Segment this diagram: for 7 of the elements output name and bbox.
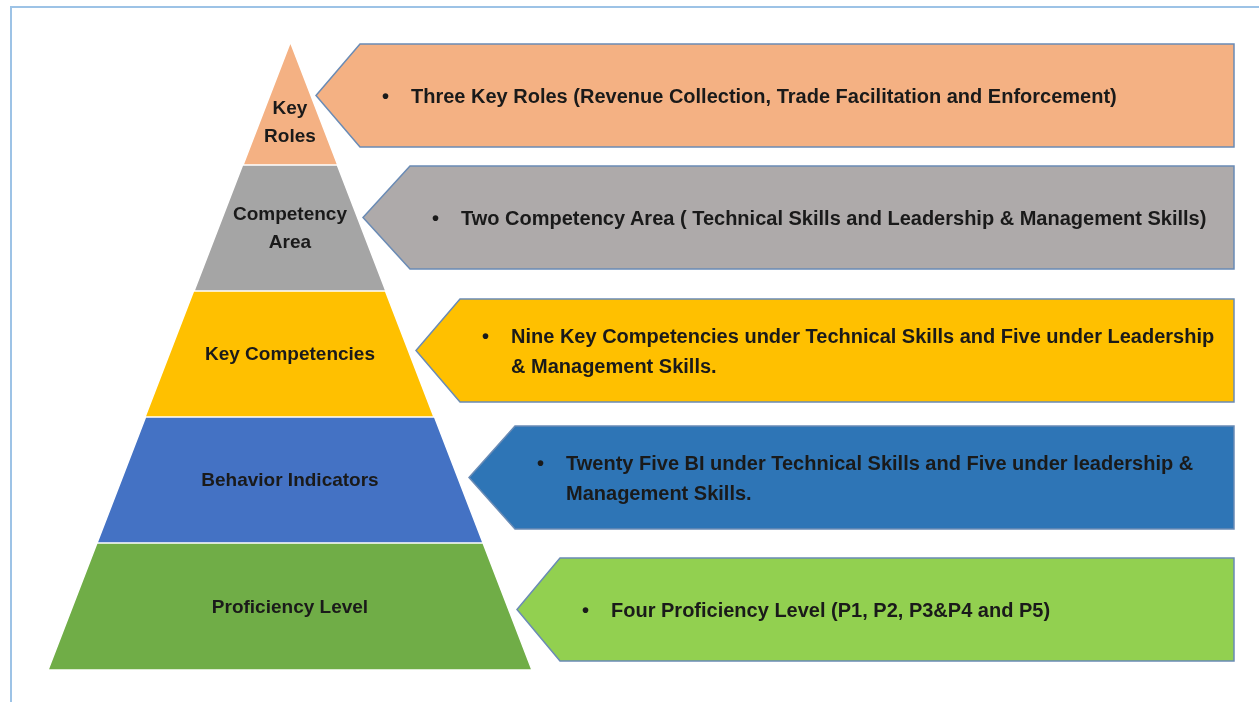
pyramid-level: Proficiency Level bbox=[48, 543, 532, 670]
callout-arrow: • Four Proficiency Level (P1, P2, P3&P4 and P5) bbox=[516, 557, 1235, 662]
pyramid-level: Behavior Indicators bbox=[96, 417, 484, 543]
pyramid-level: Key Competencies bbox=[145, 291, 435, 417]
pyramid-level: Key Roles bbox=[242, 42, 338, 165]
pyramid-level: Competency Area bbox=[194, 165, 386, 291]
callout-arrow: • Twenty Five BI under Technical Skills and Five under leadership & Management Skills. bbox=[468, 425, 1235, 530]
